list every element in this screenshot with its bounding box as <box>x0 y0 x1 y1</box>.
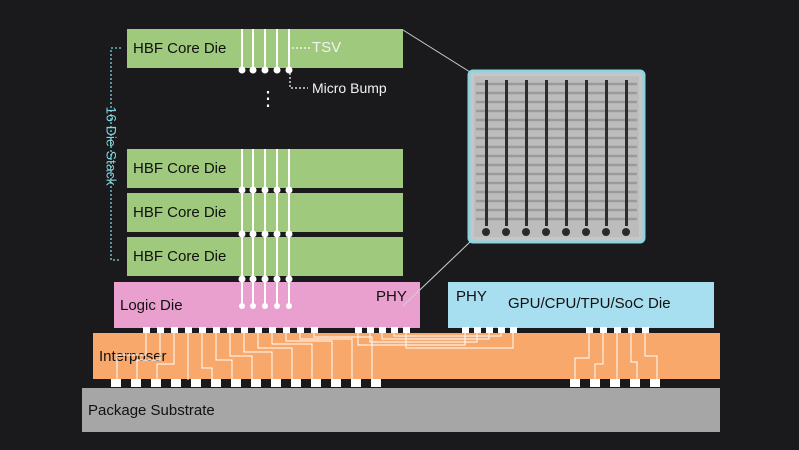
processor-die-phy-label: PHY <box>456 288 487 305</box>
processor-die-label: GPU/CPU/TPU/SoC Die <box>508 295 671 312</box>
inset-leader-lines <box>402 29 471 307</box>
tsv-callout-label: TSV <box>312 39 342 56</box>
processor-die: PHY GPU/CPU/TPU/SoC Die <box>448 282 714 328</box>
interposer: Interposer <box>93 333 720 379</box>
micro-bump-callout-label: Micro Bump <box>312 80 387 96</box>
substrate-bumps <box>111 379 660 387</box>
tsv-top <box>241 29 290 68</box>
package-substrate: Package Substrate <box>82 388 720 432</box>
logic-die-bumps <box>143 327 410 333</box>
package-substrate-label: Package Substrate <box>88 401 215 419</box>
cross-section-inset <box>467 69 646 244</box>
callout-leaders <box>289 47 310 89</box>
stack-bracket <box>110 47 121 261</box>
micro-bumps <box>238 66 293 309</box>
logic-die-label: Logic Die <box>120 296 183 314</box>
core-die-label: HBF Core Die <box>133 248 227 265</box>
interposer-traces <box>116 333 658 380</box>
core-die-label: HBF Core Die <box>133 204 227 221</box>
die-stack-label: 16 Die Stack <box>103 106 120 186</box>
core-die-label: HBF Core Die <box>133 40 227 57</box>
logic-die-phy-label: PHY <box>376 288 407 305</box>
tsv-stack <box>241 149 290 308</box>
core-die-label: HBF Core Die <box>133 160 227 177</box>
processor-die-bumps <box>462 327 649 333</box>
